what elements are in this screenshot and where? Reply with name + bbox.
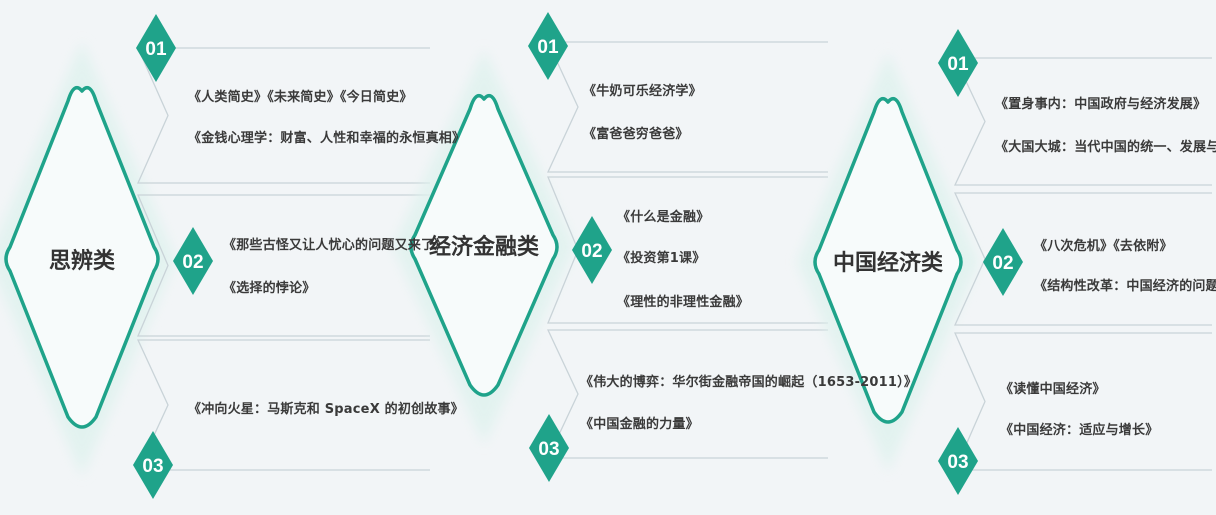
book-title: 《中国经济：适应与增长》 — [1000, 423, 1159, 438]
badge-number: 01 — [537, 37, 559, 58]
book-title: 《置身事内：中国政府与经济发展》 — [995, 97, 1207, 112]
branch-connector — [953, 57, 1212, 186]
category-label: 经济金融类 — [428, 235, 540, 260]
number-badge — [938, 427, 978, 495]
book-title: 《结构性改革：中国经济的问题与对策》 — [1034, 279, 1216, 294]
category-diamond — [4, 85, 160, 429]
badge-number: 01 — [947, 54, 969, 75]
badge-number: 03 — [142, 456, 163, 477]
category-label: 思辨类 — [48, 249, 116, 274]
badge-number: 02 — [581, 241, 602, 262]
book-title: 《中国金融的力量》 — [580, 417, 699, 432]
number-badge — [983, 228, 1023, 296]
number-badge — [136, 14, 176, 82]
book-title: 《八次危机》《去依附》 — [1034, 239, 1173, 254]
number-badge — [173, 227, 213, 295]
book-title: 《读懂中国经济》 — [1000, 382, 1106, 397]
number-badge — [528, 12, 568, 80]
branch-connector — [954, 332, 1212, 471]
branch-connector — [136, 339, 430, 471]
category-diamond — [409, 93, 559, 397]
branch-connector — [136, 47, 430, 184]
category-label: 中国经济类 — [832, 251, 944, 276]
badge-number: 01 — [145, 39, 167, 60]
badge-number: 02 — [182, 252, 203, 273]
badge-number: 03 — [538, 439, 559, 460]
branch-connector — [546, 41, 828, 173]
book-title: 《伟大的博弈：华尔街金融帝国的崛起（1653-2011）》 — [580, 375, 918, 390]
book-title: 《人类简史》《未来简史》《今日简史》 — [188, 90, 413, 105]
book-title: 《那些古怪又让人忧心的问题又来了》 — [223, 238, 448, 253]
book-title: 《冲向火星：马斯克和 SpaceX 的初创故事》 — [188, 402, 464, 417]
number-badge — [529, 414, 569, 482]
category-diamond — [813, 96, 963, 424]
book-title: 《富爸爸穷爸爸》 — [583, 127, 689, 142]
book-title: 《投资第1课》 — [617, 251, 706, 266]
book-title: 《牛奶可乐经济学》 — [583, 84, 702, 99]
number-badge — [938, 29, 978, 97]
number-badge — [133, 431, 173, 499]
badge-number: 02 — [992, 253, 1013, 274]
branch-connector — [546, 329, 828, 459]
branch-connector — [137, 194, 430, 337]
book-title: 《大国大城：当代中国的统一、发展与平衡》 — [995, 140, 1216, 155]
book-title: 《选择的悖论》 — [223, 281, 316, 296]
book-title: 《理性的非理性金融》 — [617, 295, 750, 310]
book-title: 《什么是金融》 — [617, 210, 710, 225]
book-title: 《金钱心理学：财富、人性和幸福的永恒真相》 — [188, 131, 466, 146]
badge-number: 03 — [947, 452, 968, 473]
number-badge — [572, 216, 612, 284]
